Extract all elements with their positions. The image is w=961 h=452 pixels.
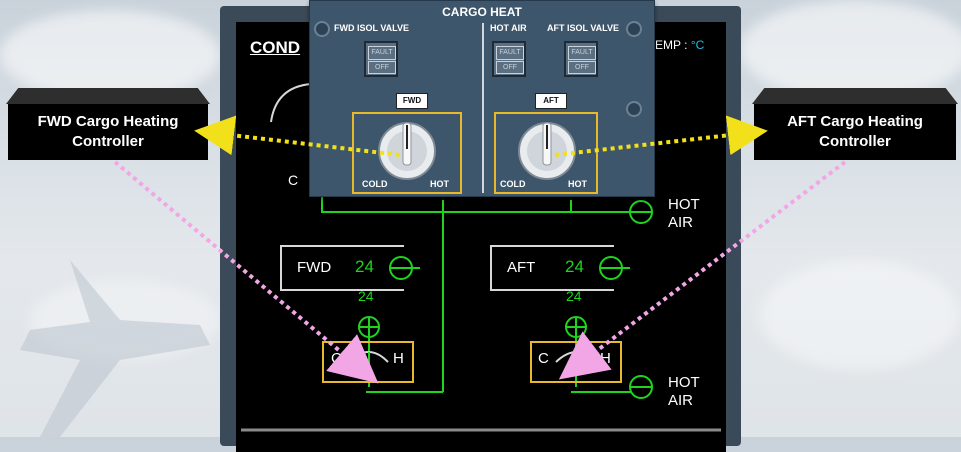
fwd-zone-name: FWD: [297, 259, 332, 276]
panel-divider: [482, 23, 484, 193]
fwd-zone-temp: 24: [355, 257, 374, 276]
aft-isol-valve-label: AFT ISOL VALVE: [547, 23, 620, 33]
aft-hot-label: HOT: [568, 179, 587, 189]
fwd-temp-selector-knob[interactable]: [372, 113, 442, 183]
aft-callout-top: [752, 88, 958, 104]
aft-cold-label: COLD: [500, 179, 526, 189]
aft-gauge-c: C: [538, 350, 549, 367]
aft-zone-box: [490, 245, 614, 291]
fwd-hot-label: HOT: [430, 179, 449, 189]
panel-screw: [314, 21, 330, 37]
hot-air-button[interactable]: FAULT OFF: [492, 41, 526, 77]
aft-yellow-arrow: [554, 115, 768, 157]
fwd-yellow-arrow: [194, 115, 401, 157]
panel-screw: [626, 101, 642, 117]
partial-c-label: C: [288, 172, 299, 188]
temp-label: EMP : °C: [655, 38, 705, 52]
fwd-zone-box: [280, 245, 404, 291]
aft-selector-tag: AFT: [535, 93, 567, 109]
temp-unit: °C: [690, 38, 705, 52]
aft-duct-temp: 24: [566, 288, 582, 304]
fwd-gauge-h: H: [393, 350, 404, 367]
fwd-pink-arrow: [113, 160, 379, 384]
aft-zone-name: AFT: [507, 259, 536, 276]
aft-isol-valve-button[interactable]: FAULT OFF: [564, 41, 598, 77]
fwd-isol-valve-button[interactable]: FAULT OFF: [364, 41, 398, 77]
panel-title: CARGO HEAT: [442, 5, 522, 19]
aft-temp-selector-highlight: [494, 112, 598, 194]
fwd-isol-valve-label: FWD ISOL VALVE: [334, 23, 410, 33]
ecam-page-title: COND: [250, 38, 301, 57]
fwd-callout-top: [6, 88, 210, 104]
cloud: [0, 10, 220, 100]
cloud: [740, 0, 961, 100]
pointer-overlay: [113, 115, 847, 384]
fwd-selector-tag: FWD: [396, 93, 428, 109]
aft-pink-arrow: [558, 160, 847, 380]
hot-air-label: HOT AIR: [490, 23, 527, 33]
fwd-temp-selector-highlight: [352, 112, 462, 194]
aft-zone-temp: 24: [565, 257, 584, 276]
fwd-duct-temp: 24: [358, 288, 374, 304]
aft-temp-selector-knob[interactable]: [512, 113, 582, 183]
panel-screw: [626, 21, 642, 37]
cloud: [760, 260, 960, 370]
aircraft-watermark: [20, 260, 210, 437]
cargo-heat-panel: CARGO HEAT FWD ISOL VALVE HOT AIR AFT IS…: [309, 0, 655, 197]
fwd-cold-label: COLD: [362, 179, 388, 189]
